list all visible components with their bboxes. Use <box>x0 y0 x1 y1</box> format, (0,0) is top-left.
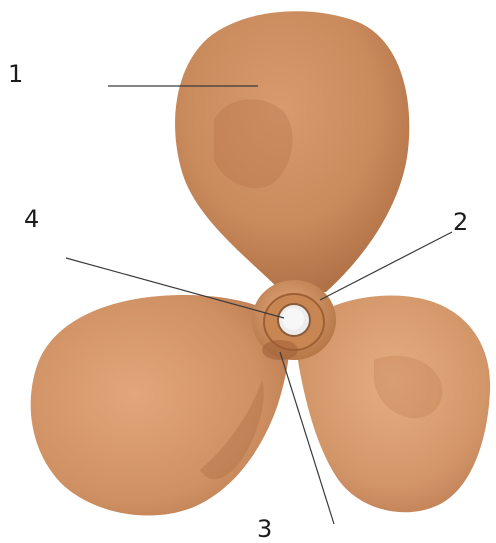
callout-label-4: 4 <box>24 207 39 231</box>
callout-label-3: 3 <box>257 517 272 541</box>
callout-label-2: 2 <box>453 210 468 234</box>
callout-label-1: 1 <box>8 62 23 86</box>
shaft-bore-inner <box>282 308 304 330</box>
propeller-blade-top <box>175 11 409 292</box>
hub-shadow <box>262 340 298 360</box>
blade-top-shading <box>214 99 293 188</box>
